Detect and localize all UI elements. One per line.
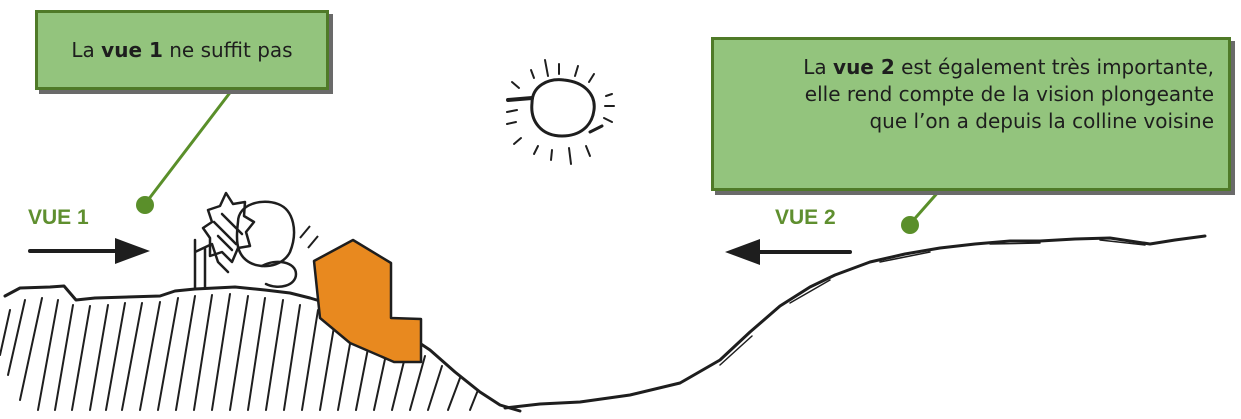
callout-view-1: La vue 1 ne suffit pas bbox=[35, 10, 329, 90]
callout-1-prefix: La bbox=[71, 37, 102, 62]
callout-1-suffix: ne suffit pas bbox=[162, 37, 293, 62]
house-sketch-strokes bbox=[299, 225, 319, 249]
callout-1-pointer bbox=[143, 88, 234, 206]
callout-1-text: La vue 1 ne suffit pas bbox=[71, 37, 292, 64]
left-hill-outline bbox=[3, 284, 522, 413]
right-hill-outline bbox=[503, 234, 1207, 410]
left-arrow-icon bbox=[725, 239, 852, 265]
callout-2-line-1: La vue 2 est également très importante, bbox=[714, 54, 1214, 81]
left-hill-hatching bbox=[0, 293, 479, 411]
house-icon bbox=[312, 238, 423, 364]
callout-2-suffix: est également très importante, bbox=[894, 55, 1214, 79]
view-2-label: VUE 2 bbox=[775, 206, 836, 229]
sun-icon bbox=[506, 78, 604, 138]
callout-view-2: La vue 2 est également très importante, … bbox=[711, 37, 1231, 191]
sun-rays bbox=[506, 59, 615, 165]
tree-icon bbox=[193, 191, 298, 290]
callout-1-highlight: vue 1 bbox=[101, 37, 163, 62]
right-hill-texture bbox=[719, 239, 1146, 366]
right-arrow-icon bbox=[28, 238, 150, 264]
callout-2-line-2: elle rend compte de la vision plongeante bbox=[804, 82, 1214, 106]
pointer-dot-icon bbox=[136, 196, 154, 214]
callout-2-line-3: que l’on a depuis la colline voisine bbox=[869, 109, 1214, 133]
callout-2-highlight: vue 2 bbox=[833, 55, 895, 79]
pointer-dot-icon bbox=[901, 216, 919, 234]
callout-2-prefix: La bbox=[803, 55, 834, 79]
view-1-label: VUE 1 bbox=[28, 206, 89, 229]
